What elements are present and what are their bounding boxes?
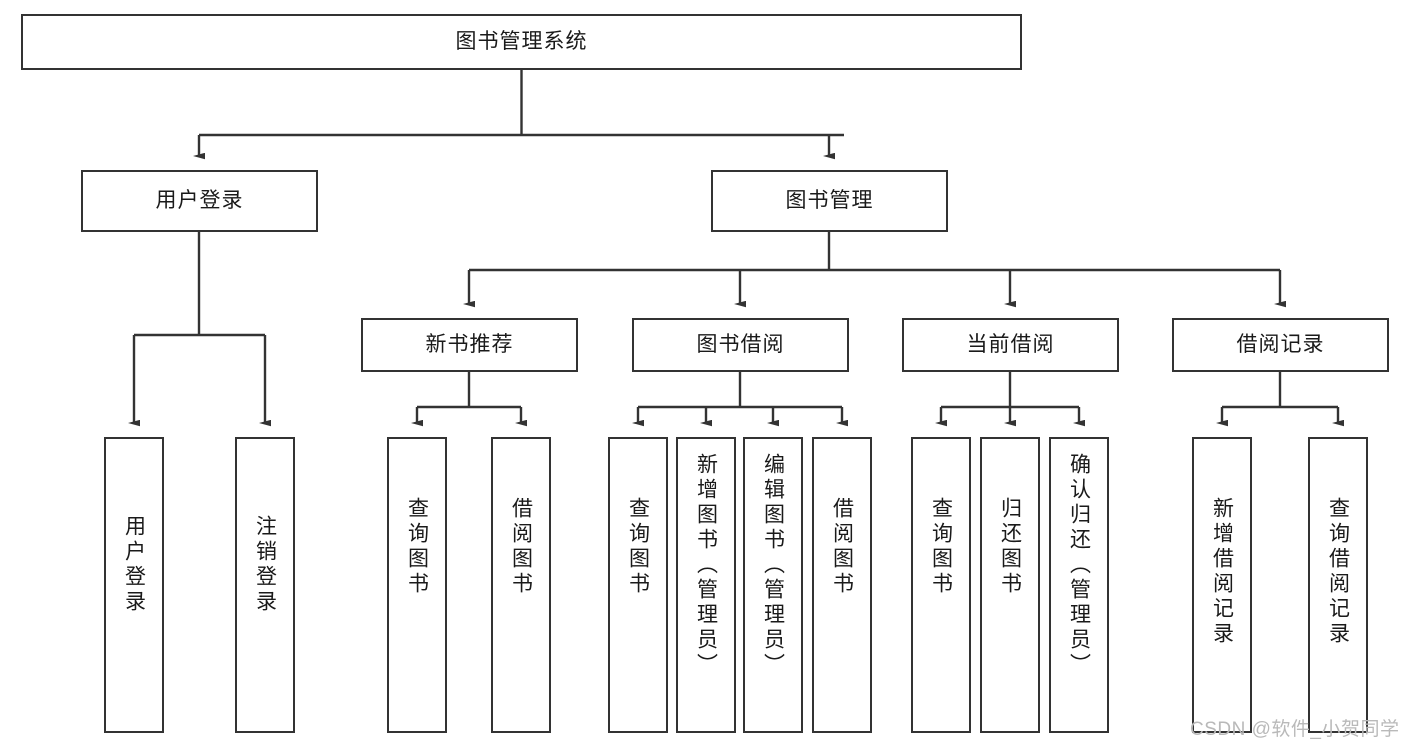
node-leaf-borrow-book-2-label: 借阅图书 <box>830 497 854 597</box>
node-new-book-recommend-label: 新书推荐 <box>425 332 514 356</box>
node-book-borrow[interactable]: 图书借阅 <box>632 318 849 372</box>
watermark-text: CSDN @软件_小贺同学 <box>1190 719 1400 740</box>
node-leaf-confirm-return-label: 确认归还（管理员） <box>1067 453 1091 678</box>
node-leaf-query-book-2[interactable]: 查询图书 <box>608 437 668 733</box>
node-leaf-user-login-label: 用户登录 <box>122 515 146 615</box>
node-root[interactable]: 图书管理系统 <box>21 14 1022 70</box>
node-leaf-logout-login-label: 注销登录 <box>253 515 277 615</box>
node-borrow-record[interactable]: 借阅记录 <box>1172 318 1389 372</box>
node-leaf-edit-book-label: 编辑图书（管理员） <box>761 453 785 678</box>
node-book-management[interactable]: 图书管理 <box>711 170 948 232</box>
node-leaf-query-book-3[interactable]: 查询图书 <box>911 437 971 733</box>
node-leaf-edit-book[interactable]: 编辑图书（管理员） <box>743 437 803 733</box>
node-leaf-borrow-book-1-label: 借阅图书 <box>509 497 533 597</box>
node-book-borrow-label: 图书借阅 <box>696 332 785 356</box>
node-leaf-query-book-3-label: 查询图书 <box>929 497 953 597</box>
node-leaf-user-login[interactable]: 用户登录 <box>104 437 164 733</box>
node-leaf-add-book-label: 新增图书（管理员） <box>694 453 718 678</box>
node-current-borrow-label: 当前借阅 <box>966 332 1055 356</box>
node-leaf-return-book-label: 归还图书 <box>998 497 1022 597</box>
node-leaf-query-record[interactable]: 查询借阅记录 <box>1308 437 1368 733</box>
node-current-borrow[interactable]: 当前借阅 <box>902 318 1119 372</box>
node-leaf-add-book[interactable]: 新增图书（管理员） <box>676 437 736 733</box>
node-leaf-return-book[interactable]: 归还图书 <box>980 437 1040 733</box>
node-leaf-add-record[interactable]: 新增借阅记录 <box>1192 437 1252 733</box>
node-leaf-confirm-return[interactable]: 确认归还（管理员） <box>1049 437 1109 733</box>
node-leaf-logout-login[interactable]: 注销登录 <box>235 437 295 733</box>
node-book-management-label: 图书管理 <box>785 188 874 212</box>
node-leaf-borrow-book-1[interactable]: 借阅图书 <box>491 437 551 733</box>
node-user-login[interactable]: 用户登录 <box>81 170 318 232</box>
node-root-label: 图书管理系统 <box>455 29 588 53</box>
node-user-login-label: 用户登录 <box>155 188 244 212</box>
node-leaf-query-record-label: 查询借阅记录 <box>1326 497 1350 647</box>
node-new-book-recommend[interactable]: 新书推荐 <box>361 318 578 372</box>
node-borrow-record-label: 借阅记录 <box>1236 332 1325 356</box>
node-leaf-borrow-book-2[interactable]: 借阅图书 <box>812 437 872 733</box>
node-leaf-query-book-1[interactable]: 查询图书 <box>387 437 447 733</box>
node-leaf-add-record-label: 新增借阅记录 <box>1210 497 1234 647</box>
node-leaf-query-book-1-label: 查询图书 <box>405 497 429 597</box>
node-leaf-query-book-2-label: 查询图书 <box>626 497 650 597</box>
